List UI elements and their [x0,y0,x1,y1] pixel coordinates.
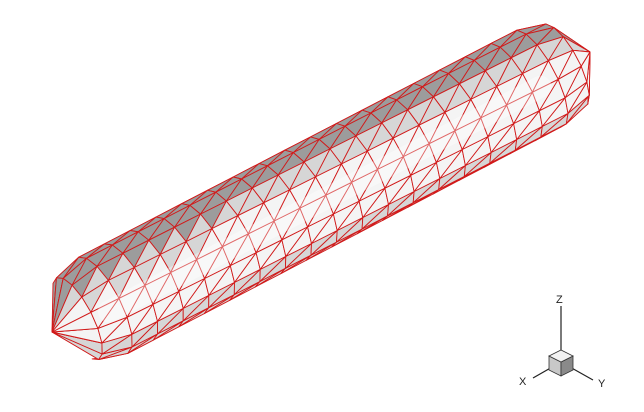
mesh-triangle [402,124,430,158]
mesh-triangle [480,86,508,119]
orientation-triad: Z X Y [519,294,606,390]
mesh-triangle [325,163,353,196]
mesh-triangle [170,241,198,273]
mesh-triangle [90,279,120,313]
mesh-triangle [118,267,146,299]
mesh-triangle [196,228,223,261]
z-axis-label: Z [556,294,563,306]
mesh-triangle [299,176,327,209]
mesh-triangle [506,73,533,106]
mesh-triangle [273,189,301,222]
mesh-triangle [51,296,92,333]
mesh-triangle [580,51,591,67]
specular-highlight [97,75,552,323]
mesh-triangle [531,60,559,93]
cube-top-face [548,349,574,363]
mesh-triangle [557,49,582,80]
capsule-surface-mesh [51,23,591,360]
mesh-triangle [454,98,482,132]
mesh-triangle [377,137,404,170]
mesh-triangle [247,202,275,235]
mesh-triangle [144,254,172,286]
x-axis-label: X [519,376,527,388]
mesh-triangle [351,150,378,183]
mesh-triangle [221,215,249,248]
y-axis-label: Y [598,378,606,390]
mesh-triangle [428,111,456,145]
